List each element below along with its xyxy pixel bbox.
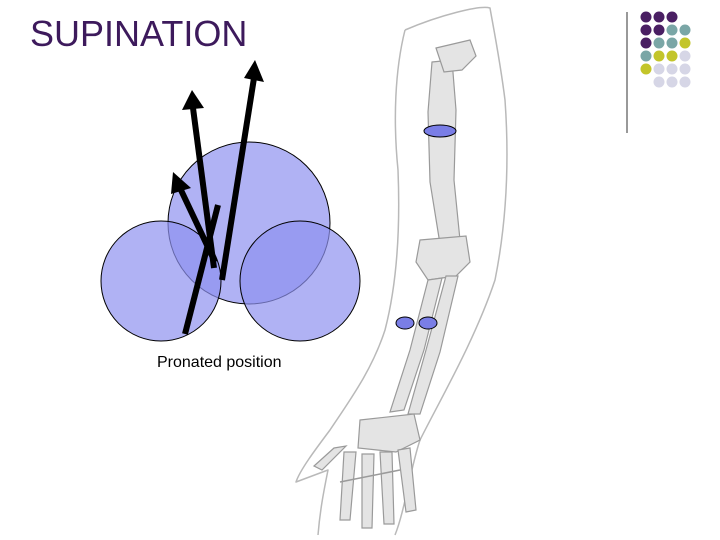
finger-bone-3 (379, 451, 395, 525)
decorative-dot (640, 24, 652, 36)
wrist-bones (357, 413, 421, 453)
shoulder-cap (435, 39, 477, 73)
decorative-dot (640, 11, 652, 23)
force-arrow-right (219, 77, 257, 281)
decorative-dot (679, 50, 691, 62)
muscle-circle-right (239, 220, 361, 342)
decorative-dot (666, 24, 678, 36)
force-arrow-left (177, 186, 218, 264)
palm-crease (339, 469, 401, 483)
finger-bone-1 (339, 451, 357, 521)
decorative-dot (653, 76, 665, 88)
decorative-dot (679, 37, 691, 49)
ulna-bone (407, 275, 459, 415)
thumb-bone (312, 445, 348, 471)
decorative-dot (653, 63, 665, 75)
arm-outline-left (295, 29, 406, 536)
finger-bone-4 (397, 447, 417, 513)
decorative-dot (653, 50, 665, 62)
position-caption: Pronated position (157, 354, 282, 371)
decorative-dot (666, 37, 678, 49)
decorative-dot (640, 37, 652, 49)
decorative-dot (640, 63, 652, 75)
decorative-dot (679, 63, 691, 75)
force-arrow-lower (182, 204, 221, 335)
arrowhead-right (244, 60, 264, 82)
decorative-dot (666, 76, 678, 88)
decorative-dot (679, 76, 691, 88)
dot-grid-group (640, 11, 691, 88)
decorative-dot (640, 50, 652, 62)
finger-bone-2 (361, 453, 375, 529)
decorative-dot (679, 24, 691, 36)
decorative-dot (666, 11, 678, 23)
arrowhead-left (171, 172, 191, 194)
arrowhead-middle (182, 90, 204, 110)
decorative-dot (653, 24, 665, 36)
slide-title: SUPINATION (30, 13, 248, 54)
humerus-marker (423, 124, 457, 138)
decorative-dot (666, 50, 678, 62)
decorative-dot (653, 37, 665, 49)
radius-bone (389, 277, 443, 413)
decorative-dot (666, 63, 678, 75)
ulna-marker (418, 316, 438, 330)
decorative-dot (653, 11, 665, 23)
radius-marker (395, 316, 415, 330)
